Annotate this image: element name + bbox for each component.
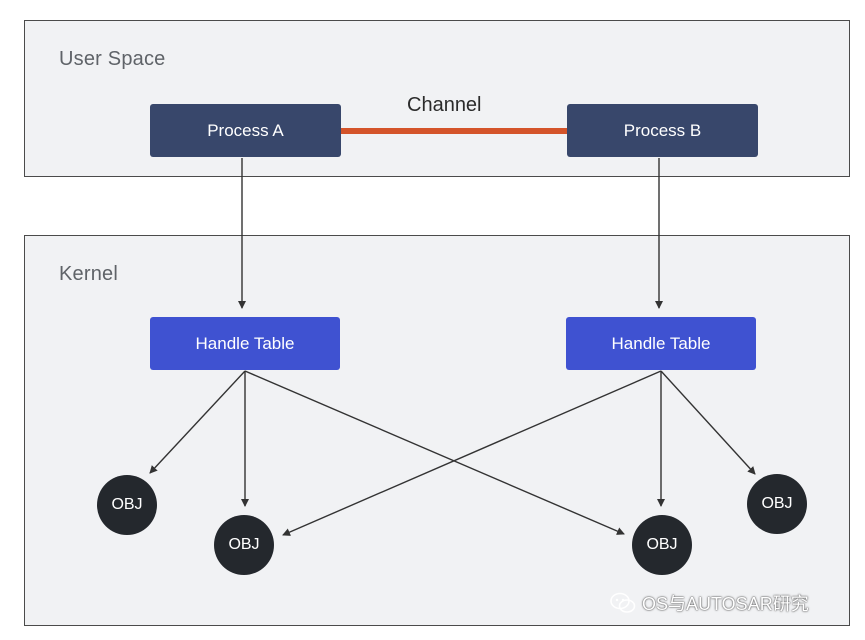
object-node-label: OBJ bbox=[646, 536, 678, 553]
kernel-panel: Kernel bbox=[24, 235, 850, 626]
handle-table-a-label: Handle Table bbox=[195, 333, 295, 353]
watermark: OS与AUTOSAR研究 bbox=[610, 590, 809, 616]
kernel-label: Kernel bbox=[59, 263, 119, 285]
object-node-label: OBJ bbox=[228, 536, 260, 553]
process-b-box[interactable]: Process B bbox=[567, 104, 758, 157]
object-node-4[interactable]: OBJ bbox=[747, 474, 807, 534]
handle-table-a-box[interactable]: Handle Table bbox=[150, 317, 340, 370]
watermark-text: OS与AUTOSAR研究 bbox=[642, 594, 809, 614]
handle-table-b-label: Handle Table bbox=[611, 333, 711, 353]
arrow-handle-table-b-to-obj-4 bbox=[660, 370, 756, 475]
object-node-3[interactable]: OBJ bbox=[632, 515, 692, 575]
user-space-label: User Space bbox=[59, 48, 166, 70]
object-node-2[interactable]: OBJ bbox=[214, 515, 274, 575]
object-node-label: OBJ bbox=[761, 495, 793, 512]
object-node-label: OBJ bbox=[111, 496, 143, 513]
process-b-label: Process B bbox=[623, 120, 702, 140]
object-node-1[interactable]: OBJ bbox=[97, 475, 157, 535]
arrow-handle-table-a-to-obj-3 bbox=[244, 370, 625, 535]
process-a-label: Process A bbox=[207, 120, 284, 140]
handle-table-b-box[interactable]: Handle Table bbox=[566, 317, 756, 370]
wechat-icon bbox=[610, 592, 636, 613]
arrow-handle-table-b-to-obj-2 bbox=[282, 370, 662, 536]
channel-label: Channel bbox=[407, 94, 482, 116]
arrow-handle-table-a-to-obj-1 bbox=[149, 370, 246, 474]
process-a-box[interactable]: Process A bbox=[150, 104, 341, 157]
